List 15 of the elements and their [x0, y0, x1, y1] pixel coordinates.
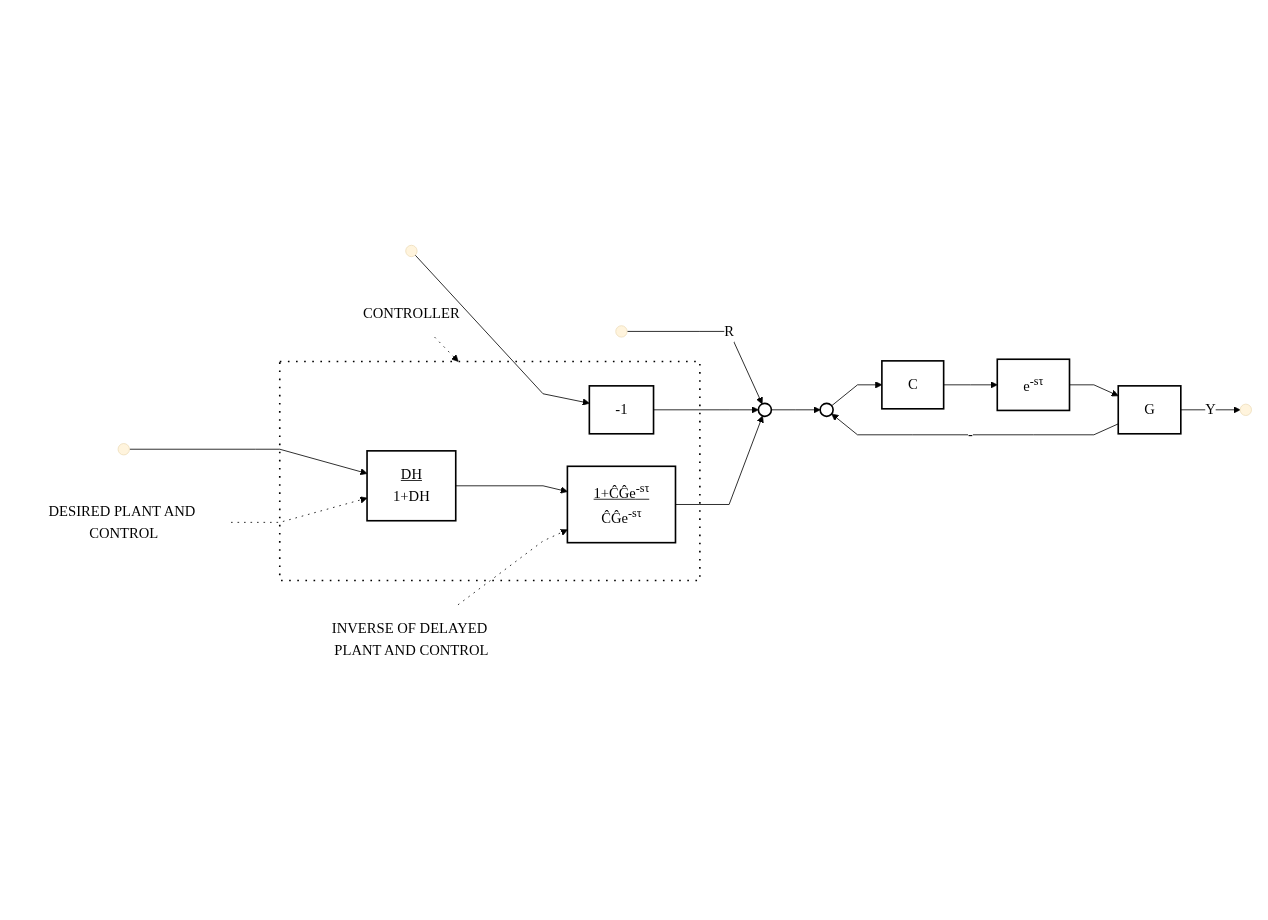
edge-label: Y [1205, 401, 1216, 418]
node-box: G [1117, 385, 1182, 435]
node-box: -1 [588, 385, 655, 435]
node-box: C [881, 360, 945, 410]
cluster [278, 360, 701, 582]
node-circle [757, 402, 773, 418]
edge-label: R [724, 322, 735, 340]
node-text: CONTROLLER [363, 304, 460, 321]
node-box: e$^{-sτ}$ [996, 358, 1071, 412]
node-box: DH 1+DH [366, 450, 457, 522]
node-box: 1+ĈĜe$^{-sτ}$ ĈĜe$^{-sτ}$ [566, 465, 677, 544]
node-text: DESIRED PLANT AND CONTROL [48, 502, 196, 542]
node-circle [819, 402, 834, 418]
edge-label: - [968, 426, 973, 443]
node-text: INVERSE OF DELAYED PLANT AND CONTROL [331, 620, 489, 659]
